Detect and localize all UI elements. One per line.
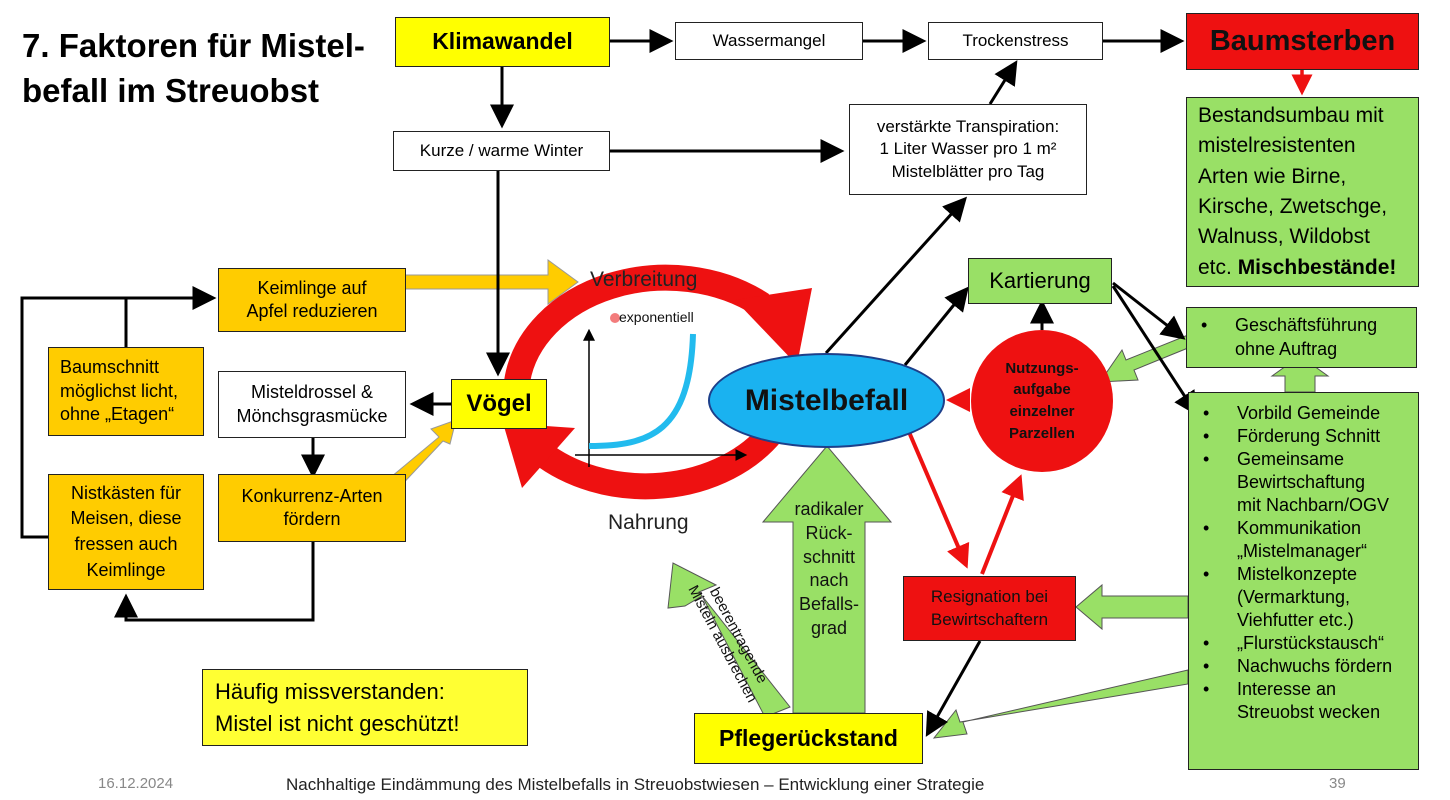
conn-feedback-loop xyxy=(20,286,217,539)
conn-resignation-pflege xyxy=(925,640,982,737)
measures-item: Vorbild Gemeinde xyxy=(1189,402,1392,425)
measures-item: Förderung Schnitt xyxy=(1189,425,1392,448)
label-rueckschnitt: radikaler Rück- schnitt nach Befalls- gr… xyxy=(794,499,864,638)
footer-page: 39 xyxy=(1329,775,1346,792)
conn-kartierung-measures xyxy=(1111,285,1198,416)
conn-mistel-kartierung xyxy=(903,286,969,366)
fat-arrow-keimlinge-verbreitung xyxy=(404,259,579,305)
bestandsumbau-emphasis: Mischbestände! xyxy=(1237,255,1397,279)
footer-date: 16.12.2024 xyxy=(98,775,174,792)
fat-arrow-rueckschnitt xyxy=(761,445,893,714)
slide-title: 7. Faktoren für Mistel- befall im Streuo… xyxy=(22,27,365,109)
node-mistelbefall: Mistelbefall xyxy=(708,353,945,448)
fat-arrow-gf-nutzungsaufgabe xyxy=(1099,334,1189,383)
fat-arrow-measures-pflegerueckstand xyxy=(932,669,1189,739)
conn-transpiration-trocken xyxy=(988,60,1018,105)
node-nistkaesten: Nistkästen für Meisen, diese fressen auc… xyxy=(48,474,204,590)
node-kartierung: Kartierung xyxy=(968,258,1112,304)
conn-kartierung-gf xyxy=(1112,281,1186,340)
node-baumschnitt: Baumschnitt möglichst licht, ohne „Etage… xyxy=(48,347,204,436)
gf-item: Geschäftsführung ohne Auftrag xyxy=(1187,314,1377,360)
node-konkurrenz: Konkurrenz-Arten fördern xyxy=(218,474,406,542)
conn-konkurrenz-nistkaesten xyxy=(114,542,315,622)
node-bestandsumbau: Bestandsumbau mit mistelresistenten Arte… xyxy=(1186,97,1419,287)
node-trockenstress: Trockenstress xyxy=(928,22,1103,60)
node-voegel: Vögel xyxy=(451,379,547,429)
node-geschaeftsfuehrung: Geschäftsführung ohne Auftrag xyxy=(1186,307,1417,368)
node-resignation: Resignation bei Bewirtschaftern xyxy=(903,576,1076,641)
measures-item: „Flurstückstausch“ xyxy=(1189,632,1392,655)
conn-mistel-resignation xyxy=(904,424,970,569)
footer-subtitle: Nachhaltige Eindämmung des Mistelbefalls… xyxy=(286,775,985,794)
cursor-dot xyxy=(610,313,620,323)
node-misteldrossel: Misteldrossel & Mönchsgrasmücke xyxy=(218,371,406,438)
node-baumsterben: Baumsterben xyxy=(1186,13,1419,70)
node-pflegerueckstand: Pflegerückstand xyxy=(694,713,923,764)
measures-item: Mistelkonzepte (Vermarktung, Viehfutter … xyxy=(1189,563,1392,632)
cycle-arc-nahrung xyxy=(532,423,783,500)
label-nahrung: Nahrung xyxy=(608,511,689,534)
measures-list: Vorbild GemeindeFörderung SchnittGemeins… xyxy=(1189,402,1392,724)
conn-resignation-nutzung xyxy=(980,474,1024,575)
fat-arrow-beerentragende xyxy=(667,562,791,718)
bestandsumbau-text: Bestandsumbau mit mistelresistenten Arte… xyxy=(1198,101,1396,284)
cycle-arrowhead-nahrung xyxy=(503,423,575,488)
cycle-arc-verbreitung xyxy=(504,264,770,385)
cycle-arrowhead-verbreitung xyxy=(735,288,812,365)
geschaeftsfuehrung-list: Geschäftsführung ohne Auftrag xyxy=(1187,314,1377,360)
node-klimawandel: Klimawandel xyxy=(395,17,610,67)
fat-arrow-measures-resignation xyxy=(1075,583,1189,631)
node-keimlinge: Keimlinge auf Apfel reduzieren xyxy=(218,268,406,332)
node-winter: Kurze / warme Winter xyxy=(393,131,610,171)
measures-item: Gemeinsame Bewirtschaftung mit Nachbarn/… xyxy=(1189,448,1392,517)
conn-mistel-transpiration xyxy=(824,196,968,355)
measures-item: Nachwuchs fördern xyxy=(1189,655,1392,678)
node-transpiration: verstärkte Transpiration: 1 Liter Wasser… xyxy=(849,104,1087,195)
node-nutzungsaufgabe: Nutzungs- aufgabe einzelner Parzellen xyxy=(971,330,1113,472)
exponential-curve xyxy=(588,333,696,449)
bestandsumbau-body: Bestandsumbau mit mistelresistenten Arte… xyxy=(1198,103,1388,279)
measures-item: Interesse an Streuobst wecken xyxy=(1189,678,1392,724)
measures-item: Kommunikation „Mistelmanager“ xyxy=(1189,517,1392,563)
label-verbreitung: Verbreitung xyxy=(590,268,698,291)
label-exponentiell: exponentiell xyxy=(619,309,694,325)
node-measures: Vorbild GemeindeFörderung SchnittGemeins… xyxy=(1188,392,1419,770)
note-missverstanden: Häufig missverstanden: Mistel ist nicht … xyxy=(202,669,528,746)
node-wassermangel: Wassermangel xyxy=(675,22,863,60)
